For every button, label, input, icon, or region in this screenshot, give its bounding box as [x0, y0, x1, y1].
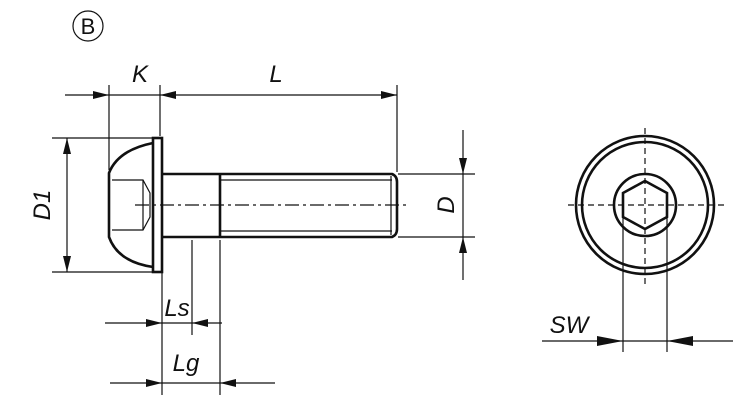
variant-badge: B — [72, 10, 104, 42]
socket — [112, 179, 151, 231]
label-d: D — [433, 196, 460, 213]
side-view — [107, 136, 408, 274]
label-sw: SW — [550, 312, 591, 339]
label-lg: Lg — [173, 350, 200, 377]
dimension-d1: D1 — [29, 137, 153, 273]
dimension-d: D — [398, 130, 475, 280]
variant-label: B — [81, 14, 96, 39]
dimension-k-l: K L — [65, 61, 398, 172]
end-view — [568, 128, 724, 284]
head-dome — [107, 141, 154, 269]
label-ls: Ls — [164, 295, 189, 322]
dimension-lg: Lg — [110, 240, 275, 395]
label-l: L — [269, 61, 282, 88]
dimension-sw: SW — [542, 215, 733, 352]
label-k: K — [132, 61, 149, 88]
label-d1: D1 — [29, 190, 56, 221]
dimension-ls: Ls — [105, 240, 222, 395]
